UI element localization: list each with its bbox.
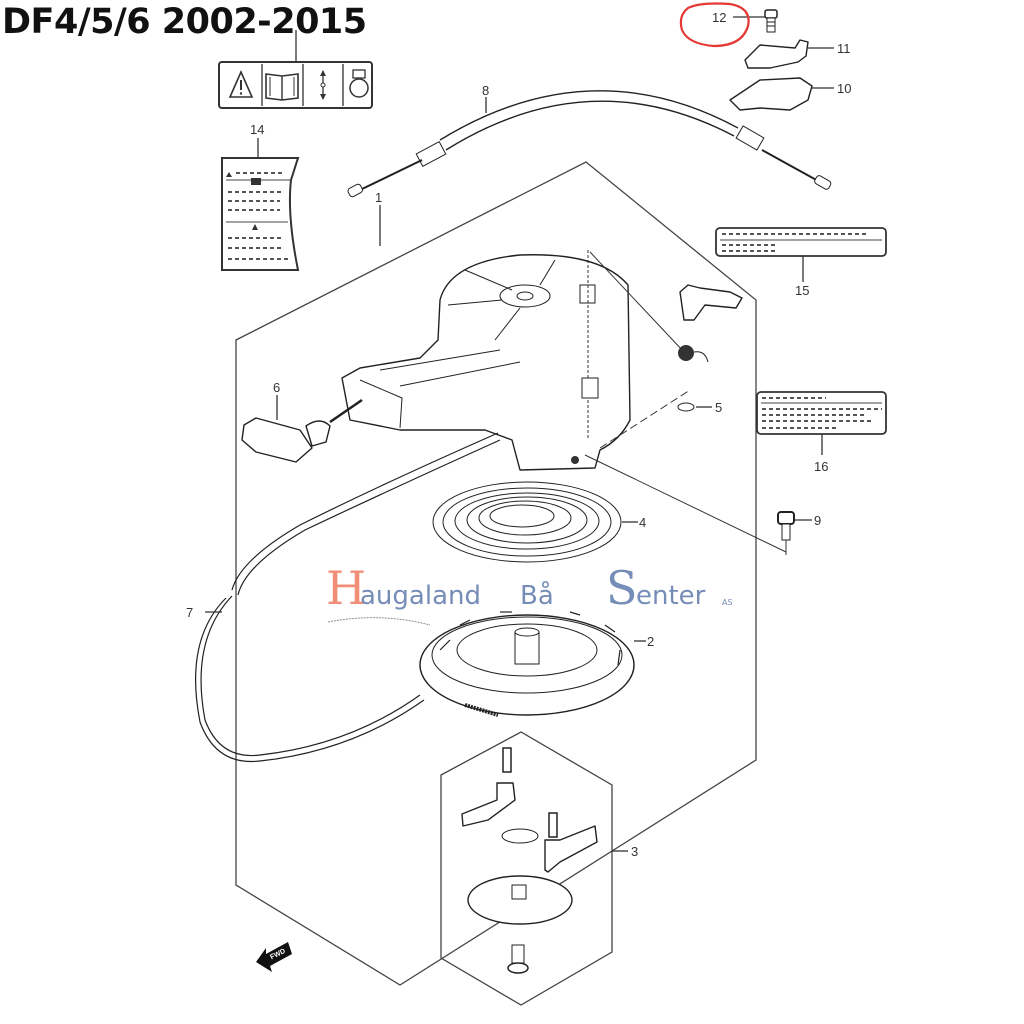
starter-lock-cable — [347, 90, 832, 198]
label-15 — [715, 227, 887, 282]
callout-1: 1 — [375, 190, 382, 205]
watermark-s: S — [606, 561, 638, 615]
callout-12: 12 — [712, 10, 726, 25]
callout-6: 6 — [273, 380, 280, 395]
callout-7: 7 — [186, 605, 193, 620]
engine-cover-icon — [349, 69, 369, 98]
starter-housing — [341, 205, 685, 471]
warning-triangle-icon — [228, 70, 254, 98]
callout-10: 10 — [837, 81, 851, 96]
starter-rope — [195, 432, 501, 763]
page-title: DF4/5/6 2002-2015 — [2, 2, 367, 42]
lock-lever — [599, 284, 743, 449]
starter-handle — [241, 395, 363, 463]
callout-3: 3 — [631, 844, 638, 859]
caution-text-label-14 — [221, 138, 300, 271]
callout-11: 11 — [837, 41, 851, 56]
callout-16: 16 — [814, 459, 828, 474]
watermark-ba: Bå — [520, 580, 554, 611]
callout-4: 4 — [639, 515, 646, 530]
watermark-enter: enter — [636, 581, 706, 611]
callout-2: 2 — [647, 634, 654, 649]
assembly-frame — [235, 161, 757, 986]
callout-14: 14 — [250, 122, 264, 137]
callout-8: 8 — [482, 83, 489, 98]
cable-clamp-11 — [744, 39, 809, 69]
watermark-h: H — [326, 561, 366, 615]
cable-bracket-10 — [729, 77, 813, 111]
bolt-9 — [584, 454, 812, 555]
caution-icon-label — [218, 30, 373, 109]
callout-15: 15 — [795, 283, 809, 298]
cable-bracket-group — [729, 9, 834, 111]
arrows-updown-icon — [320, 70, 326, 100]
watermark-augaland: augaland — [360, 581, 481, 611]
callout-5: 5 — [715, 400, 722, 415]
forward-direction-icon: FWD — [256, 942, 292, 972]
recoil-spring — [432, 481, 638, 563]
callout-labels: 1 2 3 4 5 6 7 8 9 10 11 12 14 15 16 — [186, 10, 851, 859]
watermark: H augaland Bå S enter AS — [326, 561, 733, 626]
e-ring-5 — [677, 402, 695, 412]
reel — [419, 611, 646, 717]
label-16 — [756, 391, 887, 455]
manual-book-icon — [265, 73, 299, 101]
watermark-as: AS — [722, 598, 733, 607]
callout-9: 9 — [814, 513, 821, 528]
bolt-12 — [733, 9, 778, 33]
ratchet-kit-frame — [440, 731, 613, 1006]
ratchet-kit — [461, 747, 628, 974]
highlight-circle — [679, 2, 750, 48]
